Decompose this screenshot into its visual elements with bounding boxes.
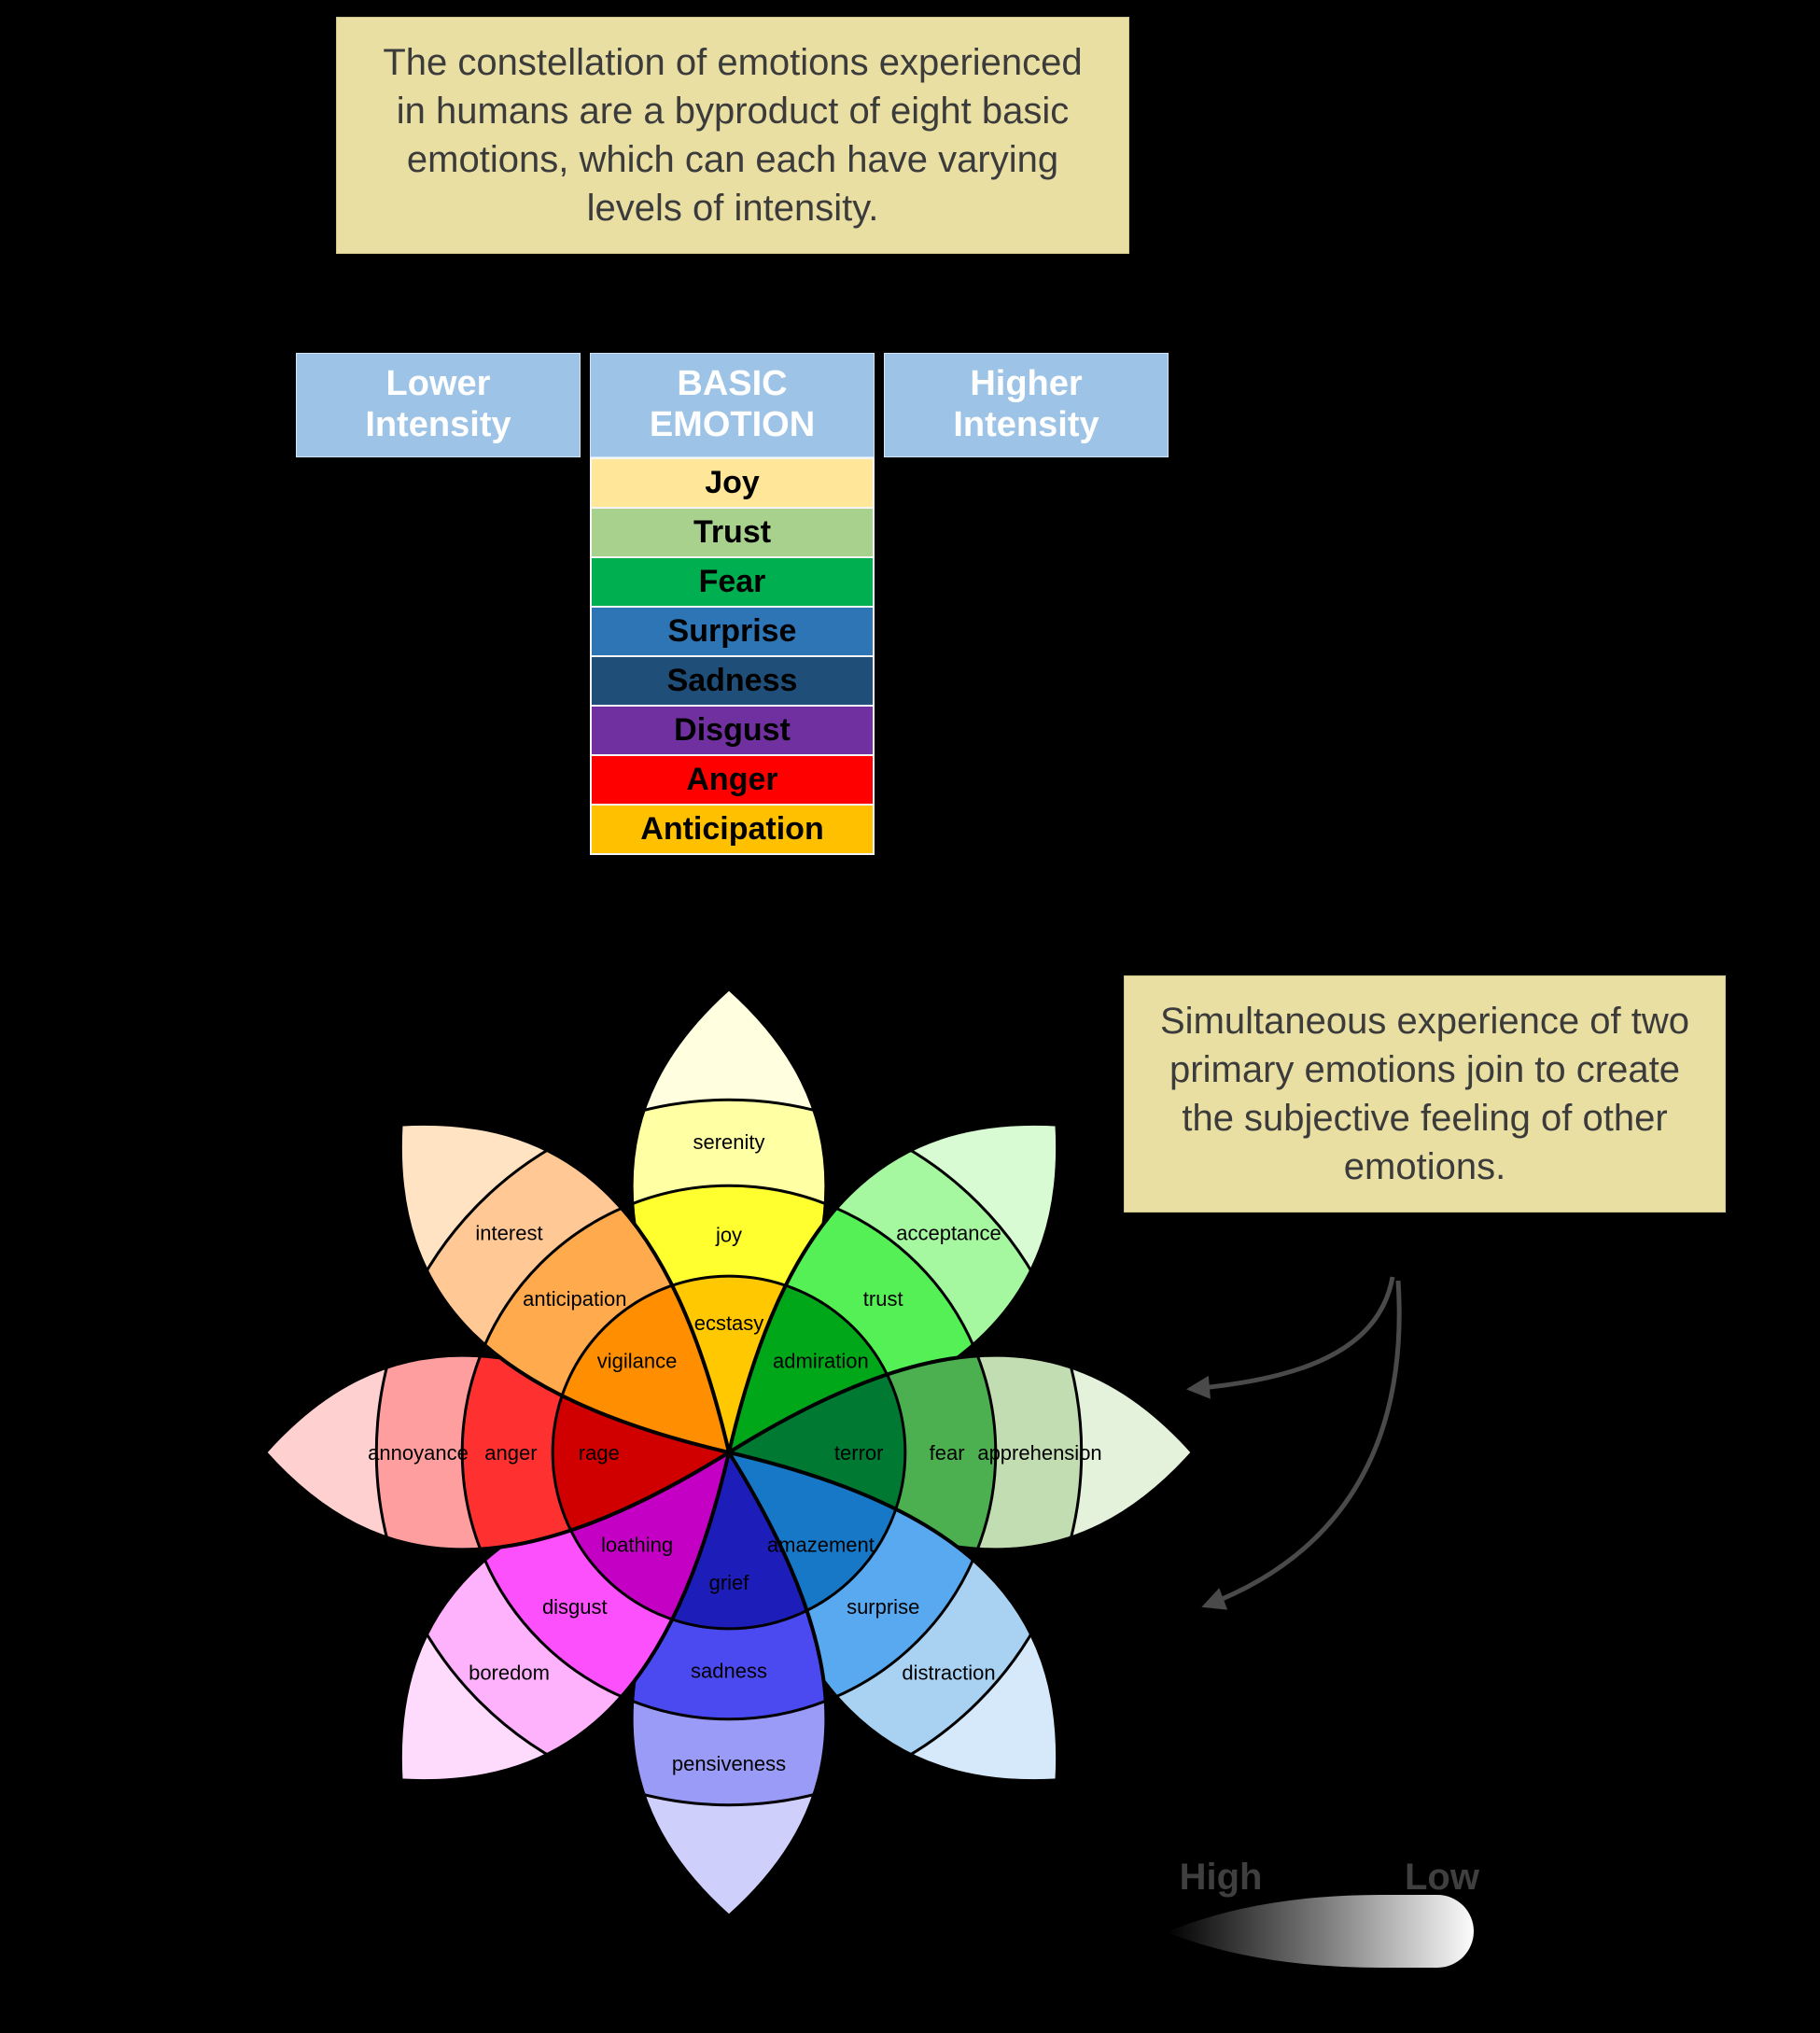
emotion-row-surprise: Surprise bbox=[590, 606, 875, 657]
legend-low-label: Low bbox=[1405, 1857, 1480, 1898]
petal-anticipation-outline bbox=[398, 1121, 732, 1455]
wheel-label-boredom: boredom bbox=[469, 1661, 550, 1685]
arrow-to-wheel-lower bbox=[1201, 1280, 1402, 1610]
wheel-label-terror: terror bbox=[834, 1441, 884, 1465]
wheel-label-disgust: disgust bbox=[542, 1595, 608, 1619]
wheel-label-vigilance: vigilance bbox=[597, 1350, 678, 1373]
petal-anticipation bbox=[331, 1055, 798, 1521]
wheel-label-joy: joy bbox=[715, 1223, 742, 1246]
side-text-box: Simultaneous experience of two primary e… bbox=[1124, 975, 1726, 1213]
legend-high-label: High bbox=[1180, 1857, 1263, 1898]
wheel-label-interest: interest bbox=[475, 1222, 542, 1245]
wheel-label-rage: rage bbox=[579, 1441, 620, 1465]
table-header-cell-1: BASIC EMOTION bbox=[590, 353, 875, 457]
wheel-label-anticipation: anticipation bbox=[523, 1287, 626, 1311]
wheel-label-admiration: admiration bbox=[773, 1350, 869, 1373]
emotion-row-sadness: Sadness bbox=[590, 655, 875, 707]
intro-text-box: The constellation of emotions experience… bbox=[336, 17, 1129, 254]
wheel-label-loathing: loathing bbox=[601, 1533, 673, 1556]
wheel-label-serenity: serenity bbox=[693, 1130, 764, 1154]
wheel-label-apprehension: apprehension bbox=[977, 1441, 1101, 1465]
wheel-label-amazement: amazement bbox=[767, 1533, 875, 1556]
emotion-row-joy: Joy bbox=[590, 457, 875, 509]
emotion-row-anger: Anger bbox=[590, 754, 875, 806]
emotion-row-fear: Fear bbox=[590, 556, 875, 608]
wheel-label-acceptance: acceptance bbox=[896, 1222, 1001, 1245]
wheel-label-anger: anger bbox=[484, 1441, 537, 1465]
wheel-label-trust: trust bbox=[863, 1287, 903, 1311]
wheel-label-ecstasy: ecstasy bbox=[694, 1311, 764, 1335]
emotion-row-anticipation: Anticipation bbox=[590, 804, 875, 855]
petal-joy-band-outer bbox=[631, 1098, 827, 1452]
intro-text: The constellation of emotions experience… bbox=[383, 42, 1083, 229]
intensity-gradient-arrow bbox=[1167, 1895, 1474, 1968]
table-header-cell-2: Higher Intensity bbox=[884, 353, 1169, 457]
wheel-label-annoyance: annoyance bbox=[368, 1441, 469, 1465]
emotion-row-trust: Trust bbox=[590, 507, 875, 558]
wheel-label-surprise: surprise bbox=[847, 1595, 919, 1619]
wheel-label-fear: fear bbox=[930, 1441, 965, 1465]
wheel-label-pensiveness: pensiveness bbox=[672, 1752, 786, 1775]
petal-anger-band-outer bbox=[374, 1354, 729, 1550]
wheel-label-sadness: sadness bbox=[691, 1660, 767, 1683]
petal-fear-band-outer bbox=[729, 1354, 1084, 1550]
side-text: Simultaneous experience of two primary e… bbox=[1160, 1001, 1689, 1187]
table-header-cell-0: Lower Intensity bbox=[296, 353, 581, 457]
emotion-row-disgust: Disgust bbox=[590, 705, 875, 756]
wheel-label-grief: grief bbox=[709, 1571, 750, 1594]
petal-sadness-band-outer bbox=[631, 1452, 827, 1807]
arrow-to-wheel-upper bbox=[1186, 1276, 1395, 1399]
wheel-label-distraction: distraction bbox=[902, 1661, 995, 1685]
